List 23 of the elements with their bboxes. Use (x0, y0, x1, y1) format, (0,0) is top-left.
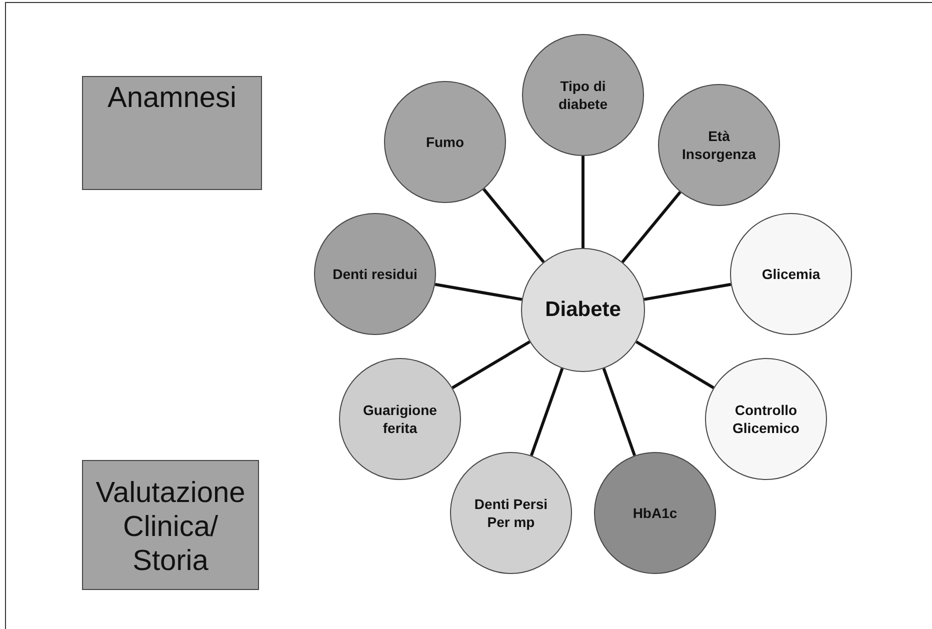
connector-line (530, 368, 564, 456)
node-label: Età Insorgenza (681, 127, 757, 163)
node-label: Diabete (544, 297, 622, 324)
node-label: Valutazione Clinica/ Storia (94, 476, 246, 578)
node-label: Denti Persi Per mp (473, 495, 549, 531)
connector-line (482, 188, 545, 264)
node-label: Tipo di diabete (557, 77, 608, 113)
connector-line (602, 368, 636, 456)
category-box (82, 460, 259, 590)
node-label: Controllo Glicemico (732, 401, 800, 437)
connector-line (621, 191, 682, 264)
connector-line (452, 340, 530, 390)
connector-line (644, 282, 732, 301)
node-label: Anamnesi (106, 81, 238, 115)
node-label: HbA1c (632, 504, 678, 522)
node-label: Glicemia (760, 265, 822, 283)
connector-line (434, 282, 522, 301)
node-label: Guarigione ferita (362, 401, 438, 437)
category-box (82, 76, 262, 190)
connector-line (636, 340, 714, 390)
node-label: Fumo (424, 133, 466, 151)
node-label: Denti residui (332, 265, 418, 283)
connector-line (582, 156, 584, 248)
